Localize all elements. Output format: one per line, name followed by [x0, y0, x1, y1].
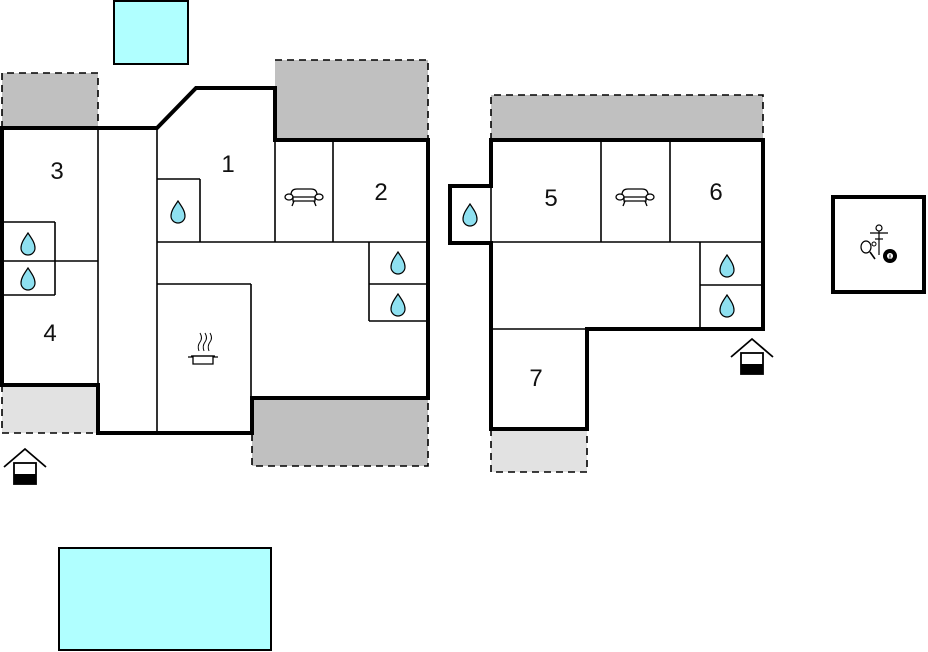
room-label-2: 2	[374, 179, 387, 206]
room-label-4: 4	[43, 320, 56, 347]
room-label-1: 1	[221, 151, 234, 178]
room-label-6: 6	[709, 179, 722, 206]
terrace-top-right-2	[490, 94, 764, 140]
table-tennis-billiards-icon: 8	[860, 224, 897, 263]
building-2-interior	[491, 140, 763, 330]
room-label-3: 3	[50, 158, 63, 185]
cooking-pot-icon	[188, 332, 218, 365]
water-drop-icon	[170, 200, 186, 224]
terrace-bottom-mid	[251, 398, 429, 467]
terrace-bottom-right	[490, 429, 588, 473]
terrace-bottom-left	[1, 385, 98, 434]
terrace-top-left	[1, 72, 99, 128]
entrance-house-icon	[3, 448, 47, 485]
sofa-icon	[284, 188, 324, 207]
sofa-icon	[615, 188, 655, 207]
water-drop-icon	[390, 293, 406, 317]
water-drop-icon	[20, 267, 36, 291]
room-label-7: 7	[529, 365, 542, 392]
pool-bottom	[58, 547, 272, 651]
pool-top	[113, 0, 189, 65]
water-drop-icon	[719, 254, 735, 278]
annex-building	[831, 195, 926, 294]
building-1-walls	[0, 86, 430, 435]
terrace-top-right-1	[275, 59, 429, 140]
water-drop-icon	[390, 251, 406, 275]
svg-text:8: 8	[889, 255, 892, 261]
water-drop-icon	[719, 294, 735, 318]
water-drop-icon	[462, 203, 478, 227]
building-2-walls	[448, 138, 765, 431]
entrance-house-icon	[730, 338, 774, 375]
building-1-interior	[2, 130, 428, 433]
room-label-5: 5	[544, 185, 557, 212]
water-drop-icon	[20, 232, 36, 256]
